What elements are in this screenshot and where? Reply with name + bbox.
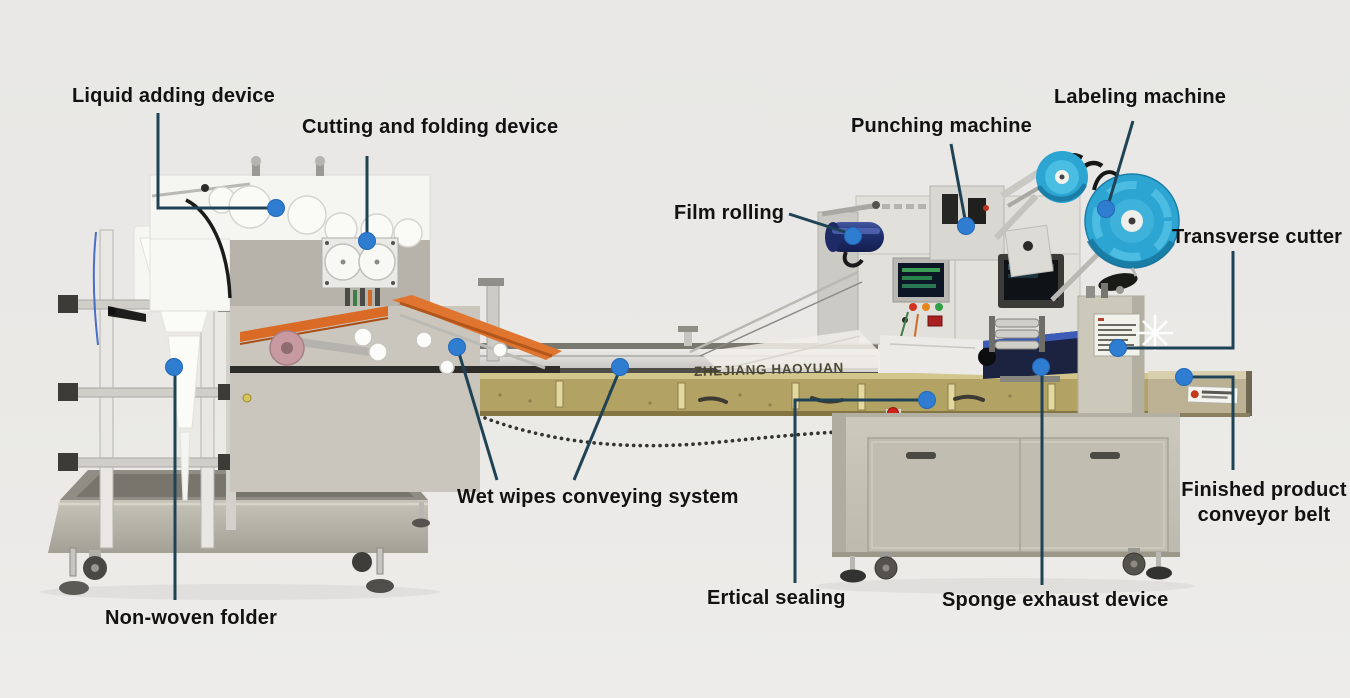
bagger-infeed xyxy=(880,335,983,375)
ertical-sealing-leader xyxy=(793,398,918,583)
finished-product-line1: Finished product xyxy=(1181,479,1347,501)
finished-product-leader xyxy=(1192,375,1235,470)
labeling-assembly xyxy=(993,151,1180,302)
label-film-rolling: Film rolling xyxy=(674,202,785,224)
rollers xyxy=(269,327,508,375)
ertical-sealing-dot xyxy=(918,391,936,409)
folding-machine xyxy=(48,156,562,595)
wet-wipes-dot-2 xyxy=(611,358,629,376)
annotation-leaders xyxy=(156,113,1235,600)
liquid-adding-dot xyxy=(267,199,285,217)
right-machine-feet xyxy=(840,548,1172,583)
folding-discs xyxy=(208,185,423,248)
label-transverse-cutter: Transverse cutter xyxy=(1172,226,1343,248)
packaging-machine xyxy=(689,151,1252,583)
liquid-tube xyxy=(185,198,232,299)
roller-stack xyxy=(989,316,1045,352)
labeling-dot xyxy=(1097,200,1115,218)
cutting-folding-dot xyxy=(358,232,376,250)
label-ertical-sealing: Ertical sealing xyxy=(707,587,846,609)
transverse-cutter-leader xyxy=(1127,251,1235,350)
wet-wipes-leader-2 xyxy=(572,373,620,481)
finished-product-line2: conveyor belt xyxy=(1197,504,1331,526)
base-cabinet xyxy=(832,413,1180,557)
punching-dot xyxy=(957,217,975,235)
lens-sparkle xyxy=(1137,315,1173,351)
wet-wipes-leader-1 xyxy=(457,352,499,481)
label-labeling-machine: Labeling machine xyxy=(1054,86,1227,108)
wet-wipes-dot-1 xyxy=(448,338,466,356)
film-web xyxy=(700,330,880,372)
control-panel xyxy=(892,257,950,343)
left-machine-feet xyxy=(59,502,430,595)
ground-shadows xyxy=(40,578,1195,600)
label-sponge-exhaust-device: Sponge exhaust device xyxy=(942,589,1169,611)
label-punching-machine: Punching machine xyxy=(851,115,1033,137)
orange-belts xyxy=(239,278,562,370)
transverse-cutter-dot xyxy=(1109,339,1127,357)
label-finished-product-conveyor: Finished product conveyor belt xyxy=(1176,478,1350,528)
hanging-chain xyxy=(483,416,874,448)
guide-lever xyxy=(108,306,146,322)
labeling-leader xyxy=(1107,120,1135,203)
transverse-cutter-column xyxy=(1077,283,1145,417)
sponge-exhaust-dot xyxy=(1032,358,1050,376)
film-rolling-dot xyxy=(844,227,862,245)
non-woven-dot xyxy=(165,358,183,376)
label-cutting-folding-device: Cutting and folding device xyxy=(302,116,559,138)
machine-base xyxy=(48,500,428,553)
liquid-adding-leader xyxy=(156,113,268,210)
brand-sticker xyxy=(1186,385,1239,405)
finished-product-dot xyxy=(1175,368,1193,386)
label-wet-wipes-conveying: Wet wipes conveying system xyxy=(457,486,739,508)
film-rolling-leader xyxy=(788,212,846,234)
punching-leader xyxy=(949,143,967,220)
label-non-woven-folder: Non-woven folder xyxy=(105,607,278,629)
label-liquid-adding-device: Liquid adding device xyxy=(72,85,275,107)
blue-wire xyxy=(92,231,99,346)
beam-sensor-bracket xyxy=(684,330,692,346)
